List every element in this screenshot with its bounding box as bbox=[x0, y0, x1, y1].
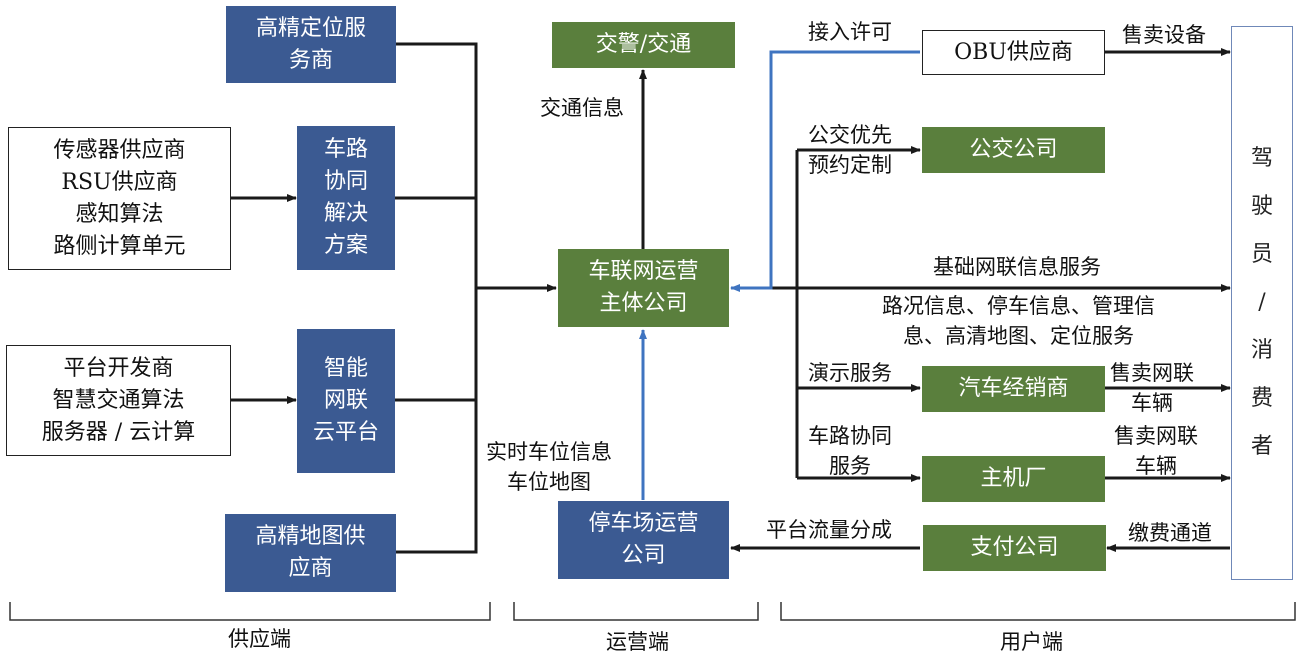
bus-priority-label: 公交优先 预约定制 bbox=[808, 123, 892, 177]
parking-operator: 停车场运营 公司 bbox=[558, 501, 729, 579]
driver-consumer: 驾 驶 员 / 消 费 者 bbox=[1231, 26, 1293, 580]
car-dealer: 汽车经销商 bbox=[922, 366, 1105, 412]
access-permit-label: 接入许可 bbox=[808, 20, 892, 44]
platform-developer-group: 平台开发商 智慧交通算法 服务器 / 云计算 bbox=[6, 345, 231, 456]
traffic-police-box: 交警/交通 bbox=[552, 22, 735, 68]
iov-operator: 车联网运营 主体公司 bbox=[558, 249, 729, 327]
bracket-user bbox=[780, 602, 1296, 621]
section-operation: 运营端 bbox=[606, 630, 669, 654]
sell-vehicle-label-oem: 售卖网联 车辆 bbox=[1114, 424, 1198, 478]
oem: 主机厂 bbox=[922, 456, 1105, 502]
bus-company: 公交公司 bbox=[922, 127, 1105, 173]
cloud-platform: 智能 网联 云平台 bbox=[297, 329, 395, 473]
hd-map-provider: 高精地图供 应商 bbox=[225, 514, 396, 592]
section-supply: 供应端 bbox=[228, 627, 291, 651]
payment-company: 支付公司 bbox=[923, 525, 1106, 571]
section-user: 用户端 bbox=[1000, 630, 1063, 654]
obu-supplier: OBU供应商 bbox=[922, 30, 1105, 75]
sensor-supplier-group: 传感器供应商 RSU供应商 感知算法 路侧计算单元 bbox=[8, 127, 231, 270]
v2x-solution: 车路 协同 解决 方案 bbox=[297, 126, 395, 270]
hd-positioning-provider: 高精定位服 务商 bbox=[226, 6, 396, 83]
bracket-supply bbox=[9, 602, 491, 621]
sell-device-label: 售卖设备 bbox=[1122, 23, 1206, 47]
demo-service-label: 演示服务 bbox=[808, 361, 892, 385]
sell-vehicle-label-dealer: 售卖网联 车辆 bbox=[1110, 361, 1194, 415]
service-detail-label: 路况信息、停车信息、管理信 息、高清地图、定位服务 bbox=[882, 294, 1155, 348]
revenue-share-label: 平台流量分成 bbox=[766, 518, 892, 542]
line-hd-positioning bbox=[396, 42, 478, 554]
basic-service-label: 基础网联信息服务 bbox=[933, 255, 1101, 279]
payment-channel-label: 缴费通道 bbox=[1128, 521, 1212, 545]
bracket-operation bbox=[513, 602, 759, 621]
parking-info-label: 实时车位信息 车位地图 bbox=[486, 440, 612, 494]
v2x-service-label: 车路协同 服务 bbox=[808, 424, 892, 478]
traffic-info-label: 交通信息 bbox=[540, 96, 624, 120]
arrow-access-permit bbox=[730, 50, 920, 292]
